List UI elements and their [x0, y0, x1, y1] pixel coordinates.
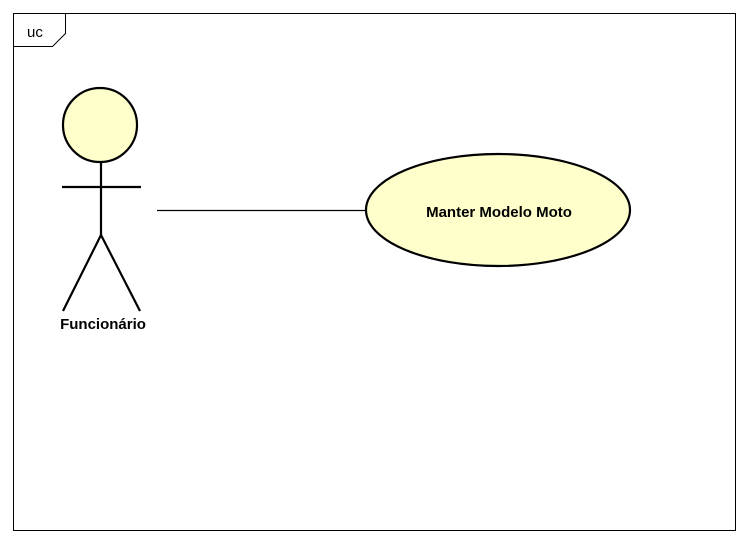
actor-funcionario[interactable]: Funcionário	[60, 86, 146, 333]
diagram-frame: uc	[13, 13, 736, 531]
frame-label: uc	[27, 24, 43, 41]
use-case-name: Manter Modelo Moto	[426, 204, 572, 221]
actor-left-leg	[62, 234, 102, 312]
frame-border	[13, 13, 736, 531]
stick-figure-actor-icon	[61, 86, 141, 312]
actor-name: Funcionário	[60, 316, 146, 333]
actor-right-leg	[100, 234, 141, 312]
frame-label-tab	[13, 13, 66, 47]
actor-head	[61, 86, 139, 164]
use-case-manter-modelo-moto[interactable]: Manter Modelo Moto	[364, 152, 632, 268]
use-case-ellipse	[364, 152, 632, 268]
